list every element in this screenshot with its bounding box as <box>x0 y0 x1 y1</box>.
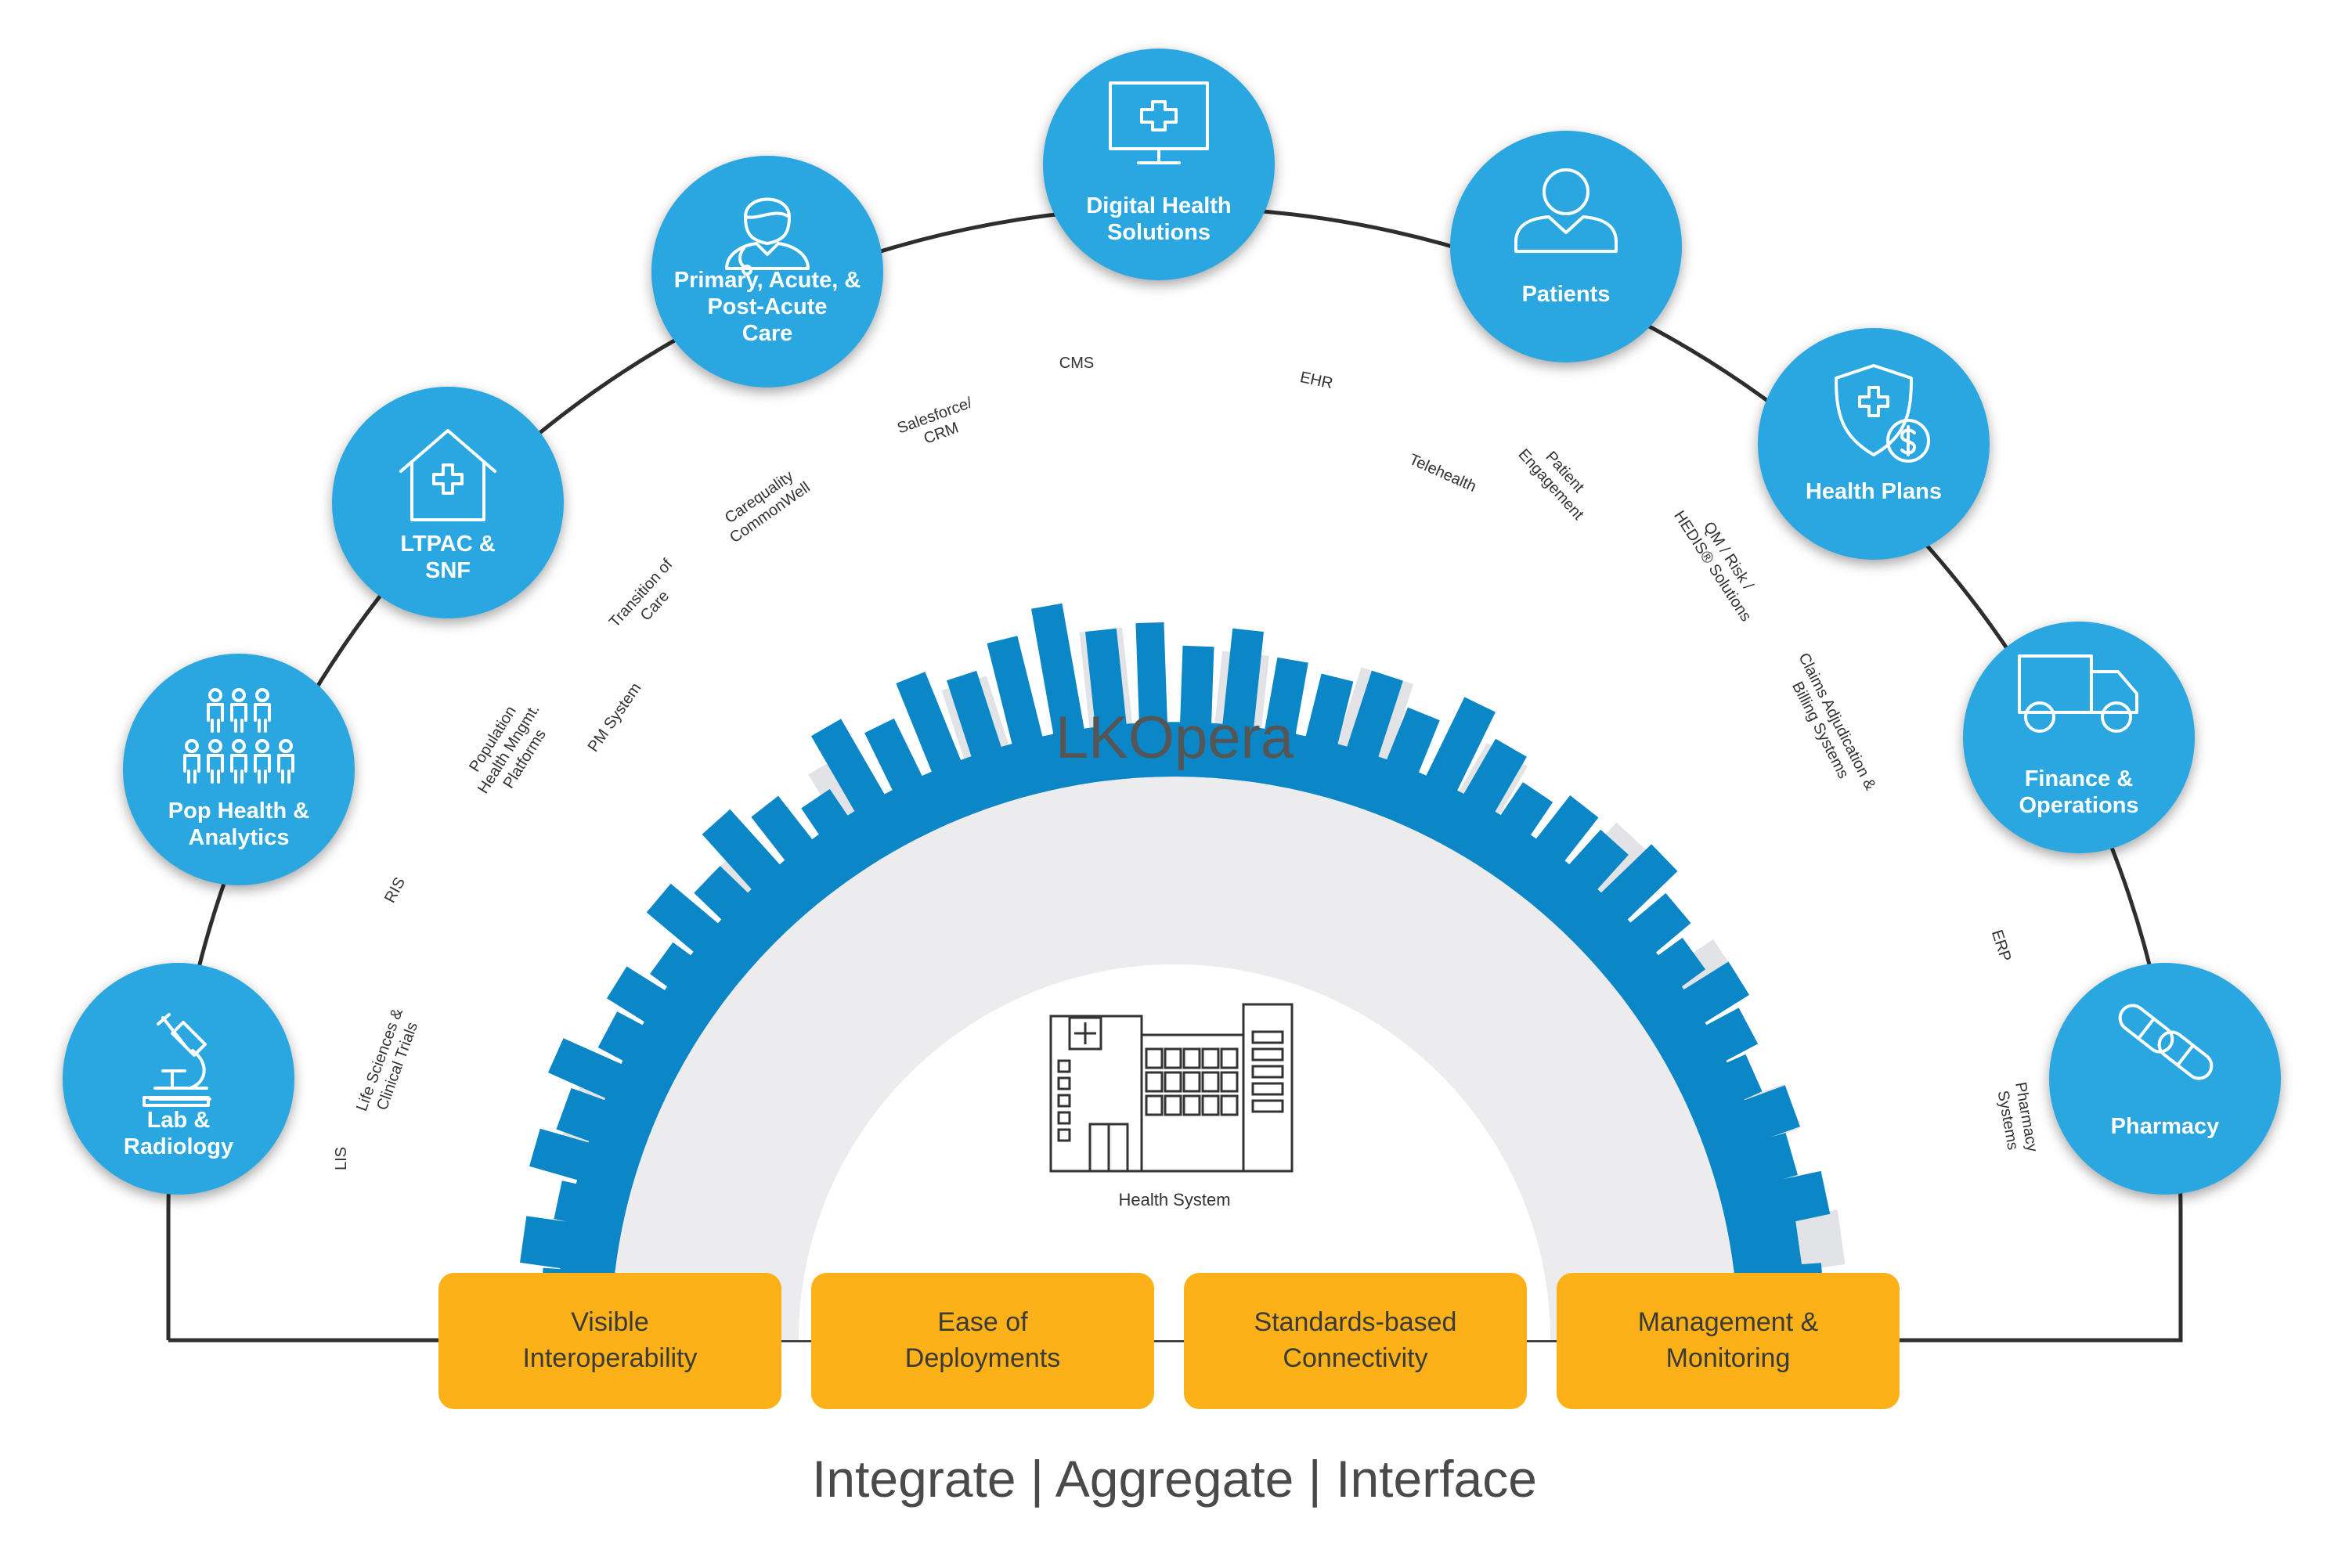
truck-icon <box>2018 654 2138 733</box>
node-healthplans: Health Plans <box>1758 328 1990 560</box>
system-label: PM System <box>585 679 645 755</box>
node-label: Finance &Operations <box>2019 766 2138 818</box>
system-label: PharmacySystems <box>1993 1081 2040 1157</box>
system-label: RIS <box>381 874 409 906</box>
pillar-box <box>811 1273 1154 1409</box>
node-pharmacy: Pharmacy <box>2049 963 2281 1195</box>
system-label: Claims Adjudication &Billing Systems <box>1778 651 1879 802</box>
population-icon <box>183 688 294 784</box>
system-label: QM / Risk /HEDIS® Solutions <box>1670 498 1770 625</box>
hub-backdrop <box>799 964 1550 1340</box>
pillar-box <box>1184 1273 1527 1409</box>
shield-dollar-icon <box>1835 364 1930 463</box>
node-label: Pharmacy <box>2111 1114 2220 1139</box>
microscope-icon <box>143 1013 211 1107</box>
hospital-building-icon <box>1049 1003 1294 1173</box>
patient-icon <box>1514 168 1618 253</box>
system-label: Life Sciences &Clinical Trials <box>353 1006 424 1120</box>
system-label: PopulationHealth Mngmt.Platforms <box>459 691 559 806</box>
node-label: Lab &Radiology <box>124 1108 233 1159</box>
care-home-icon <box>399 429 496 521</box>
pillar-label: Management &Monitoring <box>1638 1307 1819 1373</box>
system-label: LIS <box>333 1147 350 1170</box>
node-label: Health Plans <box>1806 479 1942 504</box>
node-circle <box>332 387 564 618</box>
system-label: EHR <box>1298 369 1334 392</box>
node-circle <box>1450 131 1682 362</box>
node-label: Patients <box>1522 282 1611 307</box>
system-label: Transition ofCare <box>606 556 691 643</box>
node-lab: Lab &Radiology <box>63 963 294 1195</box>
tagline: Integrate | Aggregate | Interface <box>812 1450 1537 1508</box>
node-circle <box>651 156 883 387</box>
system-label: CMS <box>1059 355 1094 372</box>
pillar-box <box>438 1273 781 1409</box>
lkopera-platform-band <box>611 777 1738 1340</box>
node-circle <box>63 963 294 1195</box>
node-patients: Patients <box>1450 131 1682 362</box>
system-label: PatientEngagement <box>1514 433 1600 523</box>
pillar: Management &Monitoring <box>1557 1273 1900 1409</box>
node-circle <box>2049 963 2281 1195</box>
lkopera-arc <box>556 722 1793 1340</box>
stakeholder-nodes: Lab &Radiology Pop Health &Analytics LTPAC… <box>63 49 2281 1195</box>
clinician-icon <box>725 197 810 276</box>
brand-title: LKOpera <box>1055 705 1294 771</box>
node-finance: Finance &Operations <box>1963 622 2195 853</box>
node-circle <box>1758 328 1990 560</box>
node-label: Pop Health &Analytics <box>168 798 310 850</box>
monitor-cross-icon <box>1109 81 1209 164</box>
node-pophealth: Pop Health &Analytics <box>123 654 355 885</box>
health-system-hub: Health System <box>1049 1003 1294 1209</box>
node-label: LTPAC &SNF <box>400 532 495 583</box>
system-label: CarequalityCommonWell <box>716 463 813 546</box>
node-ltpac: LTPAC &SNF <box>332 387 564 618</box>
pills-icon <box>2118 1004 2214 1080</box>
pillar-box <box>1557 1273 1900 1409</box>
system-label: Telehealth <box>1406 451 1478 496</box>
hub-label: Health System <box>1118 1190 1230 1209</box>
system-label: ERP <box>1988 928 2015 964</box>
system-label: Salesforce/CRM <box>895 394 981 455</box>
node-circle <box>123 654 355 885</box>
